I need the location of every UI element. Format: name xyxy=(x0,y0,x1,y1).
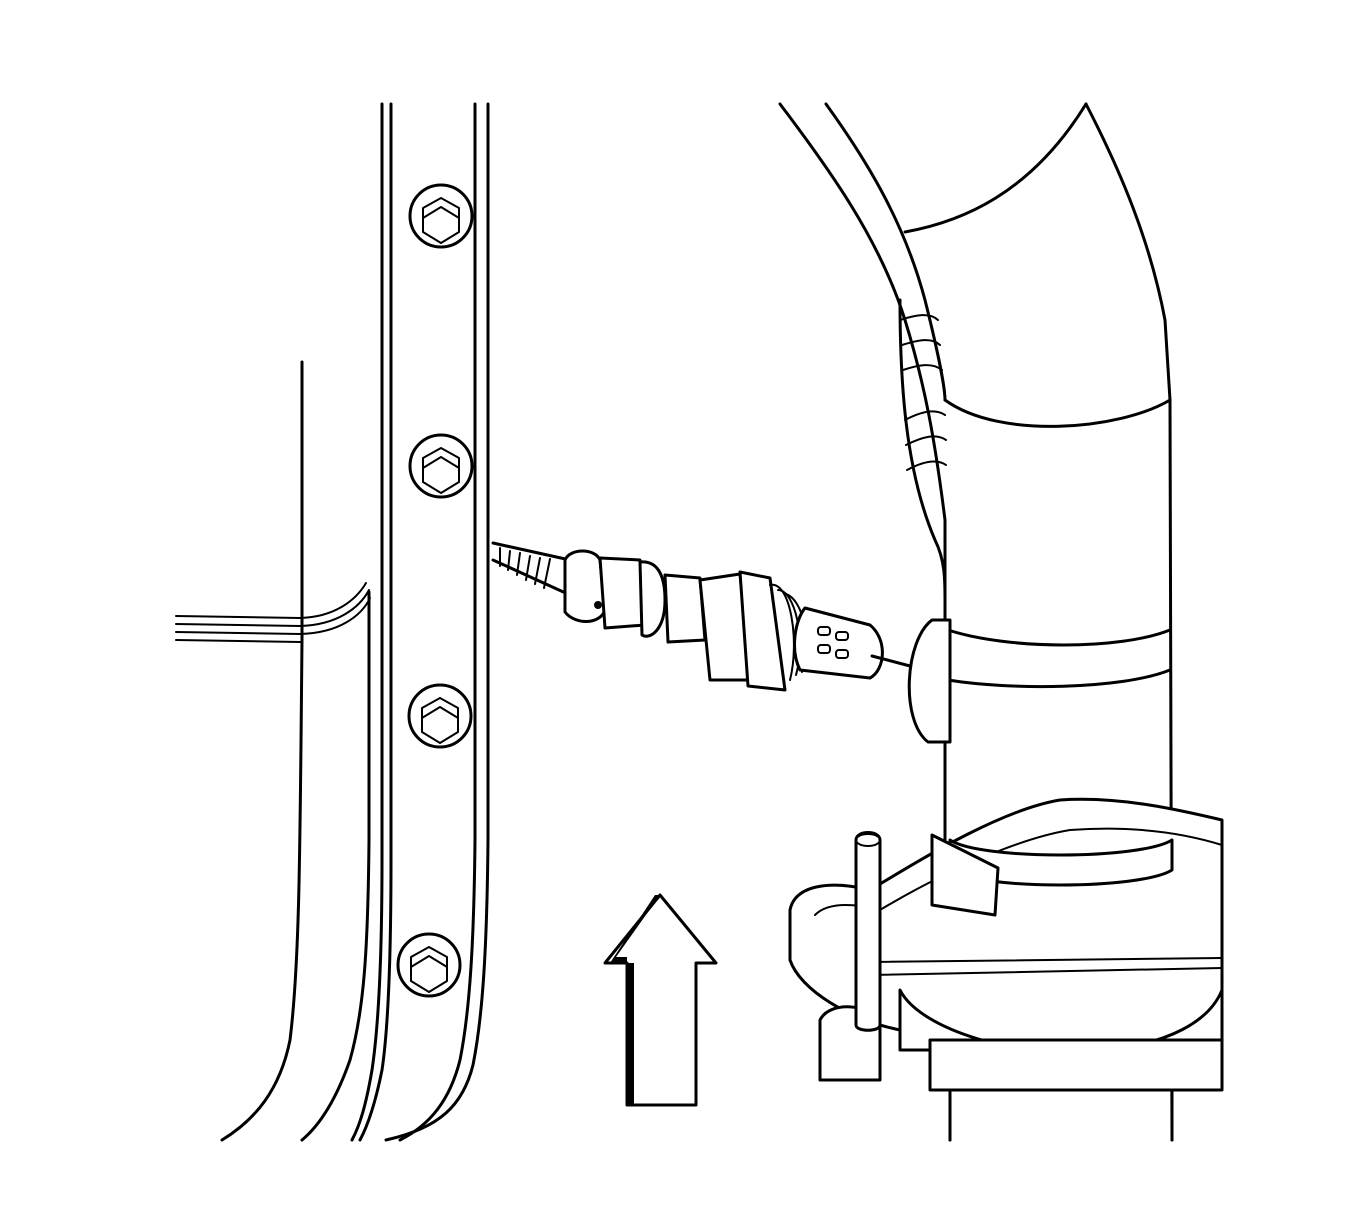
bolt-4 xyxy=(396,932,462,998)
bolt-1 xyxy=(408,183,474,249)
wiring-harness xyxy=(175,582,371,643)
oil-pan-flange xyxy=(350,102,490,1142)
flange-bolts xyxy=(396,183,474,998)
bolt-2 xyxy=(408,433,474,499)
exhaust-pipe xyxy=(778,102,1174,1142)
oxygen-sensor xyxy=(491,541,912,692)
bolt-3 xyxy=(407,683,473,749)
direction-arrow xyxy=(603,893,718,1107)
engine-block-edge xyxy=(220,360,371,1142)
exhaust-flange xyxy=(788,797,1224,1142)
